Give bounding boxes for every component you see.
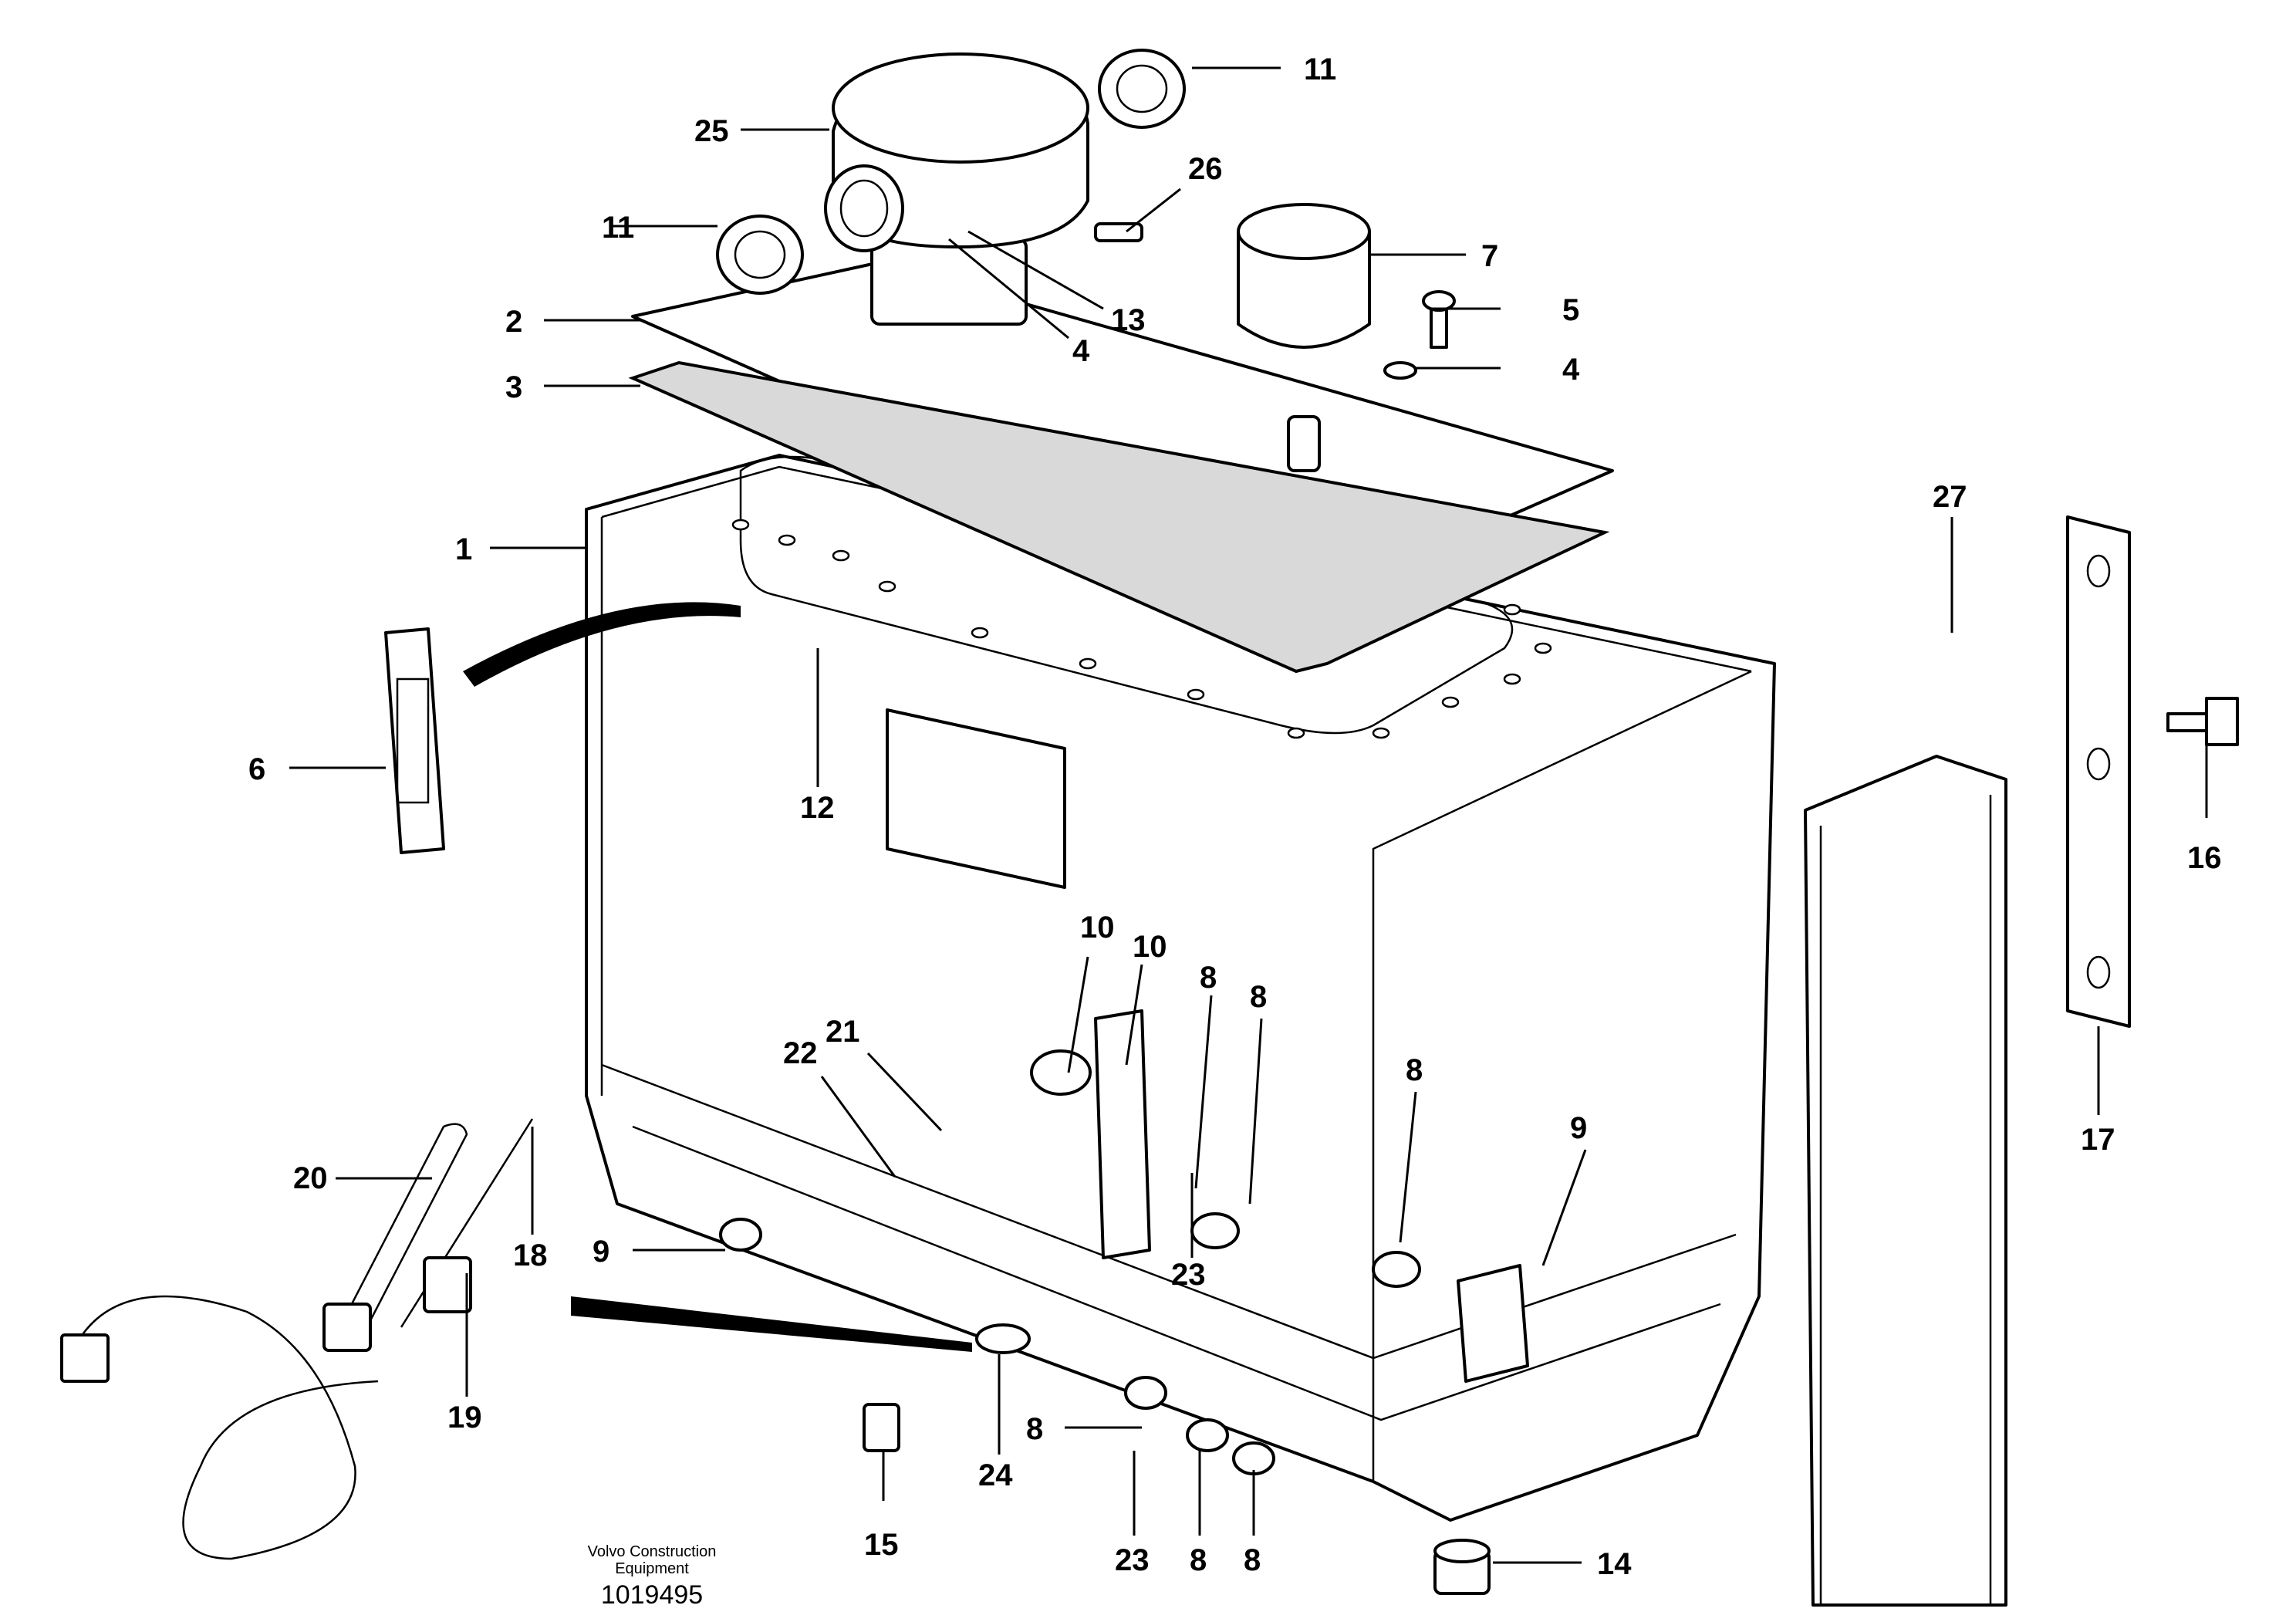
hydraulic-tank: [585, 454, 1776, 1522]
callout-8: 8: [1026, 1412, 1043, 1446]
callout-10: 10: [1133, 930, 1167, 964]
callout-23: 23: [1115, 1543, 1150, 1577]
tank-rim-holes: [731, 519, 1552, 739]
callout-8: 8: [1406, 1053, 1423, 1087]
sight-glass-arrow: [463, 602, 741, 687]
tank-fittings: [719, 708, 1529, 1595]
callout-19: 19: [447, 1401, 482, 1434]
callout-11: 11: [602, 211, 634, 245]
callout-22: 22: [783, 1036, 818, 1070]
callout-2: 2: [505, 305, 522, 339]
callout-6: 6: [248, 752, 265, 786]
callout-13: 13: [1111, 303, 1146, 337]
callout-8: 8: [1190, 1543, 1207, 1577]
callouts: 11 25 26 11 7 2 13 4 5 3 4 27 1 6 12 16 …: [248, 52, 2222, 1581]
callout-4: 4: [1562, 353, 1580, 387]
washer-4: [1383, 361, 1417, 380]
mounting-bracket: [2066, 515, 2131, 1028]
sight-glass: [384, 627, 445, 854]
callout-1: 1: [455, 532, 472, 566]
breather-filter: [1237, 203, 1371, 472]
fitting-11-lower: [716, 215, 804, 295]
callout-24: 24: [978, 1458, 1013, 1492]
callout-27: 27: [1933, 480, 1967, 514]
screw-5: [1422, 290, 1456, 349]
callout-15: 15: [864, 1528, 899, 1562]
leader-lines: [289, 66, 2208, 1564]
callout-4: 4: [1072, 334, 1090, 368]
callout-16: 16: [2187, 841, 2222, 875]
callout-25: 25: [694, 114, 729, 148]
callout-21: 21: [826, 1015, 860, 1049]
bolt-16: [2166, 697, 2239, 746]
gasket: [628, 360, 1610, 674]
callout-10: 10: [1080, 911, 1115, 944]
callout-12: 12: [800, 791, 835, 825]
callout-17: 17: [2081, 1123, 2115, 1157]
heater-element: [60, 1118, 534, 1560]
callout-20: 20: [293, 1161, 328, 1195]
heater-arrow: [571, 1296, 972, 1352]
support-column: [1804, 755, 2007, 1607]
callout-11: 11: [1304, 52, 1336, 86]
callout-23: 23: [1171, 1258, 1206, 1292]
callout-7: 7: [1481, 239, 1498, 273]
callout-9: 9: [1570, 1111, 1587, 1145]
fitting-11-upper: [1098, 49, 1186, 129]
drawing-number: 1019495: [600, 1580, 704, 1610]
callout-18: 18: [513, 1238, 548, 1272]
company-name-line2: Equipment: [615, 1560, 689, 1577]
callout-3: 3: [505, 370, 522, 404]
callout-9: 9: [593, 1235, 609, 1269]
callout-8: 8: [1244, 1543, 1261, 1577]
nipple-26: [1094, 222, 1143, 242]
callout-5: 5: [1562, 293, 1579, 327]
callout-14: 14: [1597, 1547, 1632, 1581]
callout-8: 8: [1200, 961, 1217, 995]
callout-8: 8: [1250, 980, 1267, 1014]
callout-26: 26: [1188, 152, 1223, 186]
filter-housing: [824, 52, 1089, 326]
company-name-line1: Volvo Construction: [587, 1543, 717, 1560]
